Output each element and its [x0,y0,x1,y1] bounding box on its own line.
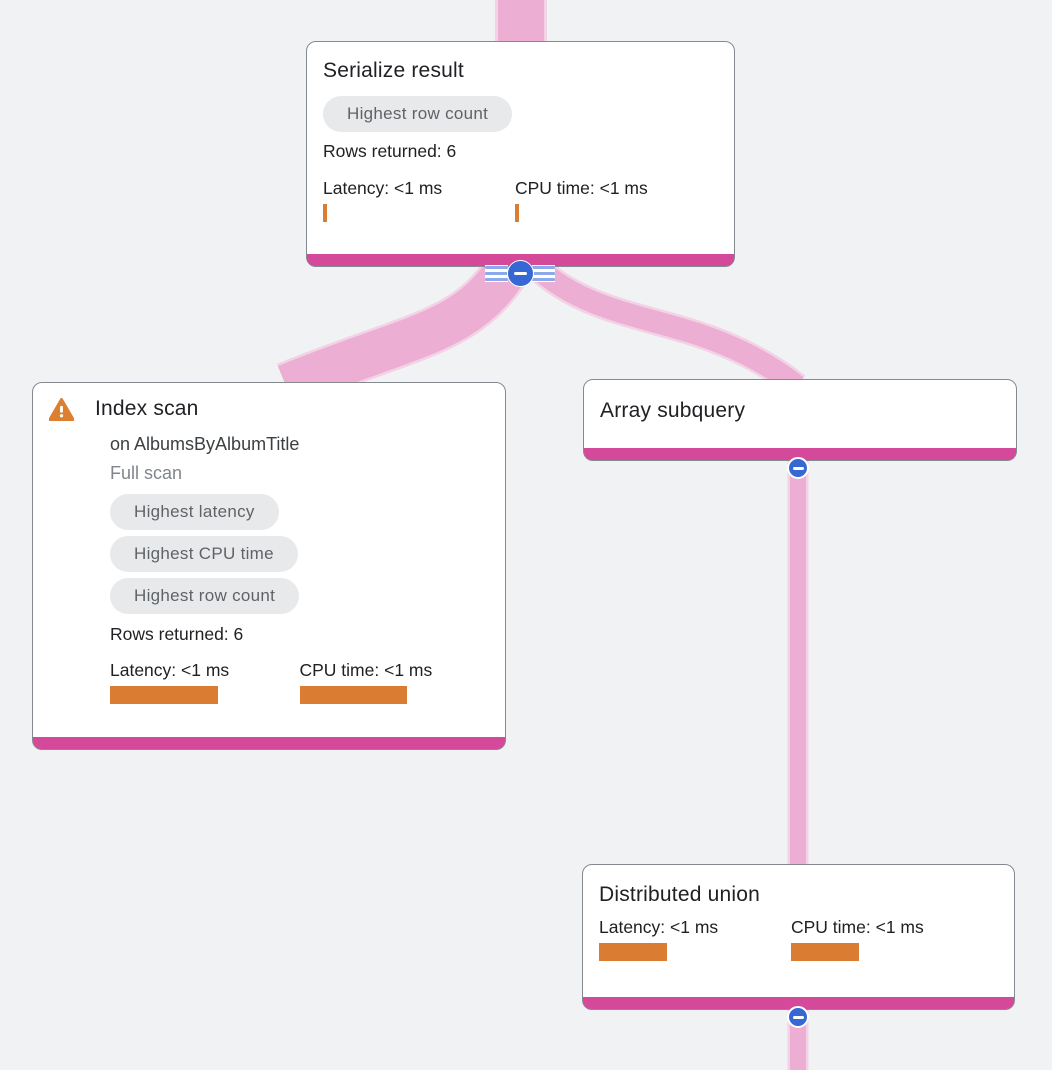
node-array-subquery[interactable]: Array subquery [583,379,1017,461]
node-title: Array subquery [600,399,746,422]
collapse-stripes-left [485,265,508,282]
minus-icon [514,271,527,276]
minus-icon [792,466,804,470]
latency-label: Latency: <1 ms [110,660,230,680]
node-title: Index scan [95,397,199,420]
cpu-time-bar [791,943,859,961]
cpu-time-bar [299,686,407,704]
node-title: Serialize result [323,59,464,82]
node-accent-bar [583,997,1014,1009]
latency-bar [323,204,327,222]
minus-icon [792,1015,804,1019]
node-title: Distributed union [599,883,760,906]
badge-highest-row-count: Highest row count [110,578,300,614]
collapse-button-array-subquery[interactable] [787,457,809,479]
node-distributed-union[interactable]: Distributed union Latency: <1 ms CPU tim… [582,864,1015,1010]
collapse-stripes-right [532,265,555,282]
latency-label: Latency: <1 ms [599,917,719,937]
latency-label: Latency: <1 ms [323,178,443,198]
cpu-time-label: CPU time: <1 ms [791,917,924,937]
badge-highest-cpu-time: Highest CPU time [110,536,298,572]
collapse-button-distributed-union[interactable] [787,1006,809,1028]
latency-bar [599,943,667,961]
cpu-time-label: CPU time: <1 ms [515,178,648,198]
badge-highest-row-count: Highest row count [323,96,513,132]
rows-returned-label: Rows returned: 6 [323,141,457,161]
cpu-time-bar [515,204,519,222]
warning-icon [49,398,74,421]
edge-left-fan [277,245,534,406]
latency-bar [110,686,218,704]
node-subtitle: on AlbumsByAlbumTitle [110,434,300,454]
collapse-button-serialize[interactable] [507,260,534,287]
badge-highest-latency: Highest latency [110,494,279,530]
rows-returned-label: Rows returned: 6 [110,624,244,644]
full-scan-note: Full scan [110,463,183,483]
node-accent-bar [584,448,1016,460]
node-accent-bar [33,737,505,749]
cpu-time-label: CPU time: <1 ms [299,660,433,680]
node-serialize-result[interactable]: Serialize result Highest row count Rows … [306,41,735,267]
edge-right-fan [519,250,804,395]
node-index-scan[interactable]: Index scan on AlbumsByAlbumTitle Full sc… [32,382,506,750]
